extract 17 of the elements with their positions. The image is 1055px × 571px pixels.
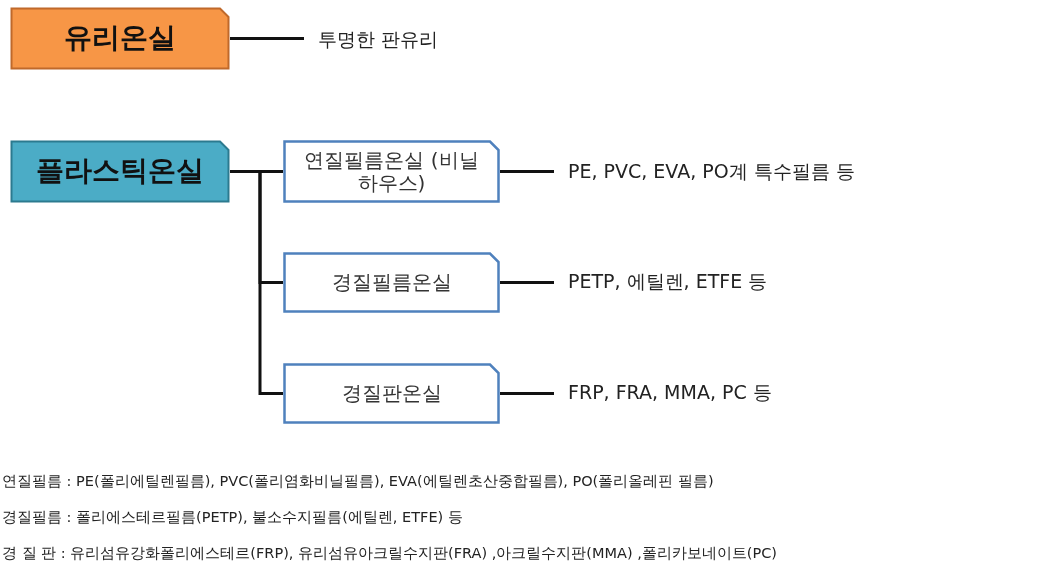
type-box: 연질필름온실 (비닐하우스) [283,140,500,203]
connector-line [500,281,554,284]
connector-line [230,170,283,395]
description-text: 투명한 판유리 [318,27,439,52]
type-box: 경질필름온실 [283,252,500,313]
connector-line [500,170,554,173]
connector-line [500,392,554,395]
description-text: PE, PVC, EVA, PO계 특수필름 등 [568,159,855,184]
note-text: 연질필름 : PE(폴리에틸렌필름), PVC(폴리염화비닐필름), EVA(에틸렌초산중합필름), PO(폴리올레핀 필름) [2,472,714,491]
connector-line [230,37,304,40]
category-box: 플라스틱온실 [10,140,230,203]
description-text: FRP, FRA, MMA, PC 등 [568,380,772,405]
type-box: 경질판온실 [283,363,500,424]
description-text: PETP, 에틸렌, ETFE 등 [568,269,768,294]
note-text: 경질필름 : 폴리에스테르필름(PETP), 불소수지필름(에틸렌, ETFE) 등 [2,508,463,527]
category-box: 유리온실 [10,7,230,70]
note-text: 경 질 판 : 유리섬유강화폴리에스테르(FRP), 유리섬유아크릴수지판(FRA) ,아크릴수지판(MMA) ,폴리카보네이트(PC) [2,544,777,563]
